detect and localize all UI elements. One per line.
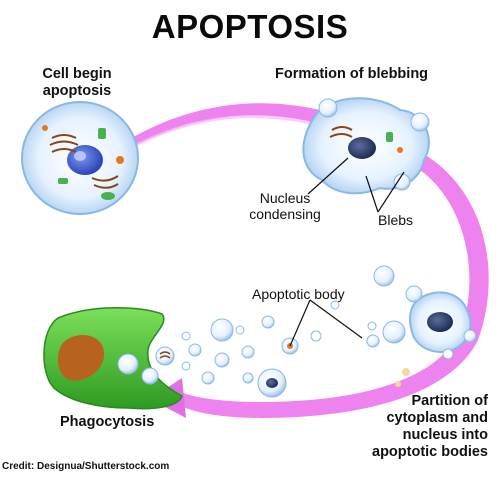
- label-blebs: Blebs: [378, 212, 414, 228]
- label-partition-line1: Partition of: [411, 393, 488, 409]
- partition-cell: [405, 285, 477, 360]
- label-phagocytosis: Phagocytosis: [60, 414, 155, 430]
- label-partition-line4: apoptotic bodies: [372, 444, 488, 460]
- label-partition-line3: nucleus into: [402, 427, 488, 443]
- label-cell-begin-line1: Cell begin: [42, 66, 112, 82]
- label-cell-begin-line2: apoptosis: [42, 83, 112, 99]
- phagocyte: [43, 306, 183, 410]
- label-nucleus-condensing-line1: Nucleus: [259, 190, 311, 206]
- label-partition: Partition of cytoplasm and nucleus into …: [358, 393, 488, 461]
- image-credit: Credit: Designua/Shutterstock.com: [2, 461, 170, 472]
- label-cell-begin: Cell begin apoptosis: [22, 66, 132, 100]
- label-blebbing: Formation of blebbing: [275, 66, 429, 82]
- healthy-cell: [21, 101, 139, 215]
- label-partition-line2: cytoplasm and: [386, 410, 488, 426]
- label-apoptotic-body: Apoptotic body: [252, 286, 345, 302]
- label-nucleus-condensing: Nucleus condensing: [242, 190, 328, 222]
- leader-lines: [289, 157, 405, 347]
- apoptotic-bodies: [155, 265, 410, 398]
- page-title: APOPTOSIS: [151, 8, 349, 45]
- blebbing-cell: [302, 97, 430, 195]
- label-nucleus-condensing-line2: condensing: [249, 206, 321, 222]
